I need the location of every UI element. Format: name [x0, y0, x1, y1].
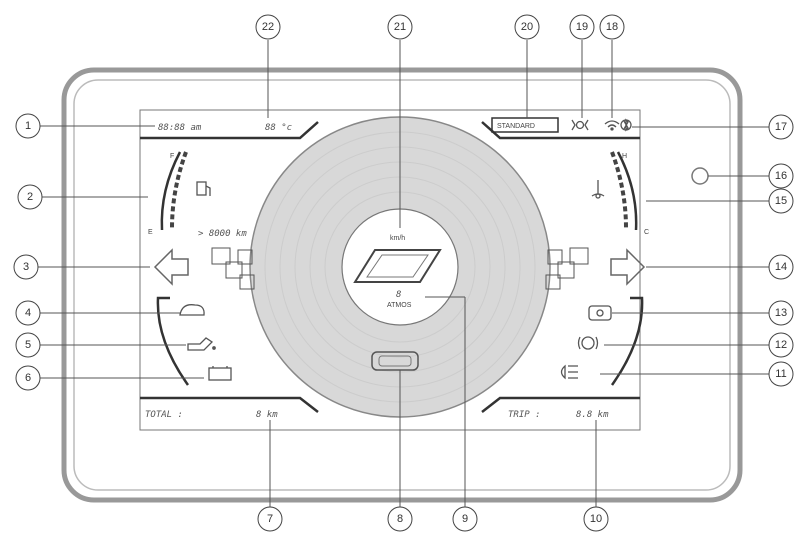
callout-8: 8	[387, 506, 413, 532]
speed-dial	[249, 116, 551, 418]
top-right-divider	[481, 121, 640, 140]
svg-text:17: 17	[775, 121, 787, 133]
svg-text:11: 11	[775, 368, 786, 380]
svg-text:16: 16	[775, 170, 787, 182]
bluetooth-icon	[620, 118, 632, 132]
coolant-temp-icon	[591, 180, 605, 199]
oil-can-icon	[187, 337, 216, 351]
clock-display: 88:88 am	[158, 123, 202, 133]
callout-22: 22	[255, 14, 281, 40]
engine-check-icon	[179, 304, 205, 316]
callout-2: 2	[17, 184, 43, 210]
callout-7: 7	[257, 506, 283, 532]
svg-text:22: 22	[262, 21, 274, 33]
callout-11: 11	[768, 361, 794, 387]
speed-readout-inner	[366, 254, 429, 278]
svg-text:5: 5	[25, 339, 31, 351]
callout-3: 3	[13, 254, 39, 280]
right-pegs	[545, 247, 589, 290]
temperature-display: 88 °c	[265, 123, 292, 133]
callout-17: 17	[768, 114, 794, 140]
svg-text:6: 6	[25, 372, 31, 384]
mode-badge: STANDARD	[497, 123, 535, 130]
brake-icon	[577, 336, 599, 350]
headlight-icon	[560, 364, 578, 380]
svg-text:21: 21	[394, 21, 406, 33]
svg-text:20: 20	[521, 21, 533, 33]
eco-meter-icon	[371, 351, 419, 371]
callout-6: 6	[15, 365, 41, 391]
fuel-pump-icon	[196, 181, 211, 196]
fuel-empty-mark: E	[148, 229, 153, 236]
left-turn-arrow-icon	[153, 248, 189, 286]
svg-text:19: 19	[576, 21, 588, 33]
svg-text:1: 1	[25, 120, 31, 132]
svg-text:3: 3	[23, 261, 29, 273]
fuel-full-mark: F	[170, 153, 174, 160]
mode-badge-frame	[491, 117, 559, 133]
callout-4: 4	[15, 300, 41, 326]
leader-lines	[38, 40, 769, 507]
callout-18: 18	[599, 14, 625, 40]
wifi-icon	[604, 120, 620, 131]
fuel-gauge	[160, 151, 188, 231]
callout-9: 9	[452, 506, 478, 532]
callout-20: 20	[514, 14, 540, 40]
left-warning-bracket	[156, 296, 190, 386]
coolant-gauge	[610, 151, 638, 231]
total-value: 8 km	[256, 410, 278, 420]
bottom-left-divider	[140, 396, 319, 413]
callout-16: 16	[768, 163, 794, 189]
bottom-right-divider	[481, 396, 640, 413]
callout-1: 1	[15, 113, 41, 139]
coolant-cold-mark: C	[644, 229, 649, 236]
callout-5: 5	[15, 332, 41, 358]
speed-unit: km/h	[390, 235, 405, 242]
gear-value: 8	[396, 290, 401, 300]
svg-text:8: 8	[397, 513, 403, 525]
coolant-hot-mark: H	[622, 153, 627, 160]
svg-text:10: 10	[590, 513, 602, 525]
left-pegs	[211, 247, 255, 290]
total-label: TOTAL :	[145, 410, 183, 420]
range-text: > 8000 km	[198, 229, 247, 239]
right-warning-bracket	[610, 296, 644, 386]
battery-icon	[208, 366, 232, 381]
speed-readout	[353, 249, 442, 283]
svg-text:13: 13	[775, 307, 787, 319]
callout-15: 15	[768, 188, 794, 214]
trip-value: 8.8 km	[576, 410, 609, 420]
top-left-divider	[140, 121, 319, 140]
parking-light-icon	[571, 119, 589, 131]
callout-13: 13	[768, 300, 794, 326]
svg-text:14: 14	[775, 261, 787, 273]
device-outer-shell	[61, 67, 743, 503]
callout-12: 12	[768, 332, 794, 358]
callout-21: 21	[387, 14, 413, 40]
svg-text:2: 2	[27, 191, 33, 203]
callout-14: 14	[768, 254, 794, 280]
svg-text:12: 12	[775, 339, 787, 351]
cruise-icon	[588, 305, 612, 321]
svg-text:18: 18	[606, 21, 618, 33]
right-turn-arrow-icon	[610, 248, 646, 286]
svg-text:9: 9	[462, 513, 468, 525]
svg-text:15: 15	[775, 195, 787, 207]
callout-10: 10	[583, 506, 609, 532]
gear-label: ATMOS	[387, 302, 412, 309]
callout-19: 19	[569, 14, 595, 40]
trip-label: TRIP :	[508, 410, 541, 420]
svg-text:4: 4	[25, 307, 31, 319]
bezel-sensor	[691, 167, 709, 185]
device-inner-shell	[73, 79, 731, 491]
svg-text:7: 7	[267, 513, 273, 525]
